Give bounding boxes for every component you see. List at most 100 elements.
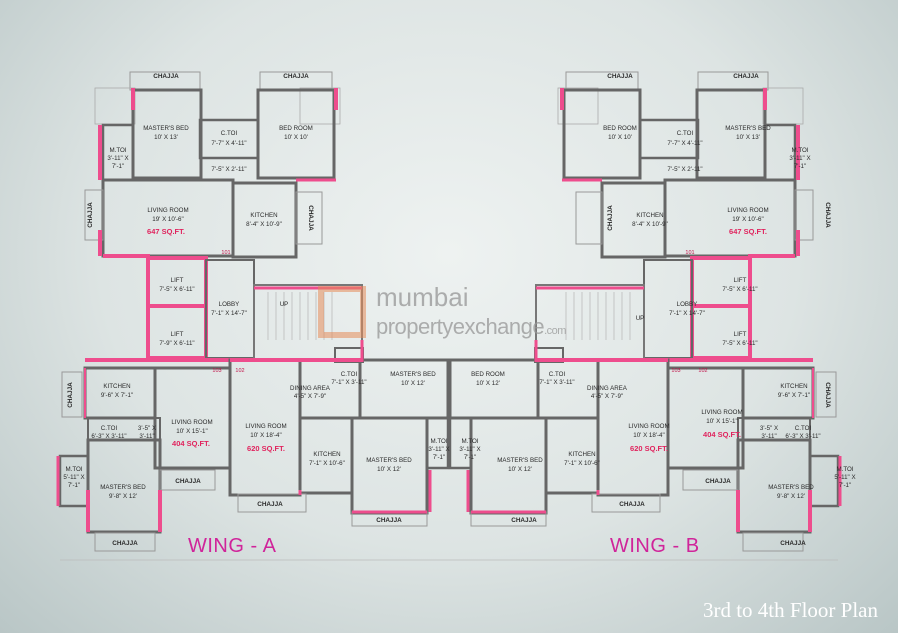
area-label: 404 SQ.FT. [703, 430, 741, 439]
room-label: MASTER'S BED [390, 371, 436, 378]
room-dim: 8'-4" X 10'-9" [632, 221, 668, 228]
flat-number: 103 [212, 368, 221, 374]
room-label: LOBBY [219, 301, 240, 308]
watermark-line2: propertyexchange.com [376, 314, 566, 340]
room-dim: 7'-1" [68, 482, 80, 489]
room-label: LIVING ROOM [245, 423, 286, 430]
watermark-line2-suffix: .com [544, 325, 566, 337]
room-label: M.TOI [65, 466, 82, 473]
room-label: DINING AREA [587, 385, 628, 392]
room-dim: 10' X 12' [377, 466, 401, 473]
room-dim: 7'-5" X 2'-11" [211, 166, 246, 173]
room-dim: 7'-1" X 14'-7" [669, 310, 705, 317]
room-label: CHAJJA [705, 478, 731, 485]
room-label: C.TOI [341, 371, 358, 378]
room-dim: 4'-5" X 7'-9" [591, 393, 623, 400]
room-label: KITCHEN [568, 451, 595, 458]
room-label: C.TOI [677, 130, 694, 137]
room-label: KITCHEN [780, 383, 807, 390]
area-label: 647 SQ.FT. [147, 227, 185, 236]
watermark-line2-main: propertyexchange [376, 314, 545, 339]
area-label: 620 SQ.FT. [247, 444, 285, 453]
room-dim: 3'-11" [761, 433, 776, 440]
room-label: DINING AREA [290, 385, 331, 392]
room-label: CHAJJA [511, 517, 537, 524]
room-label: CHAJJA [780, 540, 806, 547]
room-label: LIVING ROOM [147, 207, 188, 214]
room-label: M.TOI [836, 466, 853, 473]
area-label: 647 SQ.FT. [729, 227, 767, 236]
room-label: LIVING ROOM [727, 207, 768, 214]
room-dim: 10' X 12' [401, 380, 425, 387]
room-dim: 7'-1" [839, 482, 851, 489]
flat-number: 103 [671, 368, 680, 374]
area-label: 404 SQ.FT. [172, 439, 210, 448]
room-label: CHAJJA [376, 517, 402, 524]
room-dim: 7'-1" X 14'-7" [211, 310, 247, 317]
room-label: CHAJJA [307, 205, 314, 231]
room-label: MASTER'S BED [100, 484, 146, 491]
room-dim: 9'-8" X 12' [109, 493, 137, 500]
room-label: CHAJJA [112, 540, 138, 547]
room-label: CHAJJA [67, 382, 74, 408]
room-label: BED ROOM [603, 125, 637, 132]
room-label: CHAJJA [607, 73, 633, 80]
room-dim: 10' X 12' [476, 380, 500, 387]
room-dim: 7'-5" X 6'-11" [722, 286, 757, 293]
room-label: BED ROOM [279, 125, 313, 132]
room-dim: 7'-1" [464, 454, 476, 461]
room-label: CHAJJA [257, 501, 283, 508]
room-dim: 3'-5" X [138, 425, 156, 432]
room-dim: 10' X 10' [608, 134, 632, 141]
room-label: KITCHEN [313, 451, 340, 458]
room-label: MASTER'S BED [366, 457, 412, 464]
room-label: LIVING ROOM [171, 419, 212, 426]
watermark-line1: mumbai [376, 282, 469, 312]
room-label: LIFT [734, 331, 747, 338]
room-label: M.TOI [430, 438, 447, 445]
room-dim: 9'-6" X 7'-1" [101, 392, 133, 399]
room-dim: 7'-1" X 3'-11" [331, 379, 366, 386]
wing-a-labels: CHAJJA CHAJJA MASTER'S BED 10' X 13' C.T… [63, 73, 449, 547]
room-dim: 7'-5" X 6'-11" [722, 340, 757, 347]
room-label: M.TOI [109, 147, 126, 154]
room-label: BED ROOM [471, 371, 505, 378]
room-dim: 8'-4" X 10'-9" [246, 221, 282, 228]
room-dim: 9'-6" X 7'-1" [778, 392, 810, 399]
room-label: KITCHEN [103, 383, 130, 390]
wing-b-labels: CHAJJA CHAJJA BED ROOM 10' X 10' C.TOI 7… [459, 73, 855, 547]
flat-number: 101 [221, 250, 230, 256]
room-dim: 7'-1" X 10'-6" [309, 460, 345, 467]
plan-caption: 3rd to 4th Floor Plan [702, 598, 878, 622]
flat-number: 101 [685, 250, 694, 256]
room-dim: 3'-11" [139, 433, 154, 440]
room-label: M.TOI [791, 147, 808, 154]
room-label: LIFT [171, 331, 184, 338]
wing-b-label: WING - B [610, 535, 700, 557]
room-label: C.TOI [795, 425, 812, 432]
room-dim: 10' X 18'-4" [633, 432, 664, 439]
room-dim: 10' X 15'-1" [176, 428, 207, 435]
room-dim: 19' X 10'-6" [732, 216, 763, 223]
watermark-logo: mumbai propertyexchange.com [318, 282, 578, 352]
room-label: CHAJJA [283, 73, 309, 80]
room-dim: 6'-3" X 3'-11" [91, 433, 126, 440]
flat-number: 102 [698, 368, 707, 374]
room-dim: 7'-1" [112, 163, 124, 170]
room-label: CHAJJA [153, 73, 179, 80]
room-label: CHAJJA [619, 501, 645, 508]
room-label: LIVING ROOM [701, 409, 742, 416]
room-dim: 3'-5" X [760, 425, 778, 432]
room-label: MASTER'S BED [768, 484, 814, 491]
room-dim: 6'-3" X 3'-11" [785, 433, 820, 440]
room-dim: 4'-5" X 7'-9" [294, 393, 326, 400]
room-label: LIVING ROOM [628, 423, 669, 430]
room-dim: 10' X 13' [154, 134, 178, 141]
room-label: C.TOI [549, 371, 566, 378]
room-dim: 3'-11" X [459, 446, 480, 453]
room-label: CHAJJA [175, 478, 201, 485]
room-dim: 3'-11" X [428, 446, 449, 453]
room-dim: 7'-1" X 10'-6" [564, 460, 600, 467]
room-label: CHAJJA [824, 382, 831, 408]
